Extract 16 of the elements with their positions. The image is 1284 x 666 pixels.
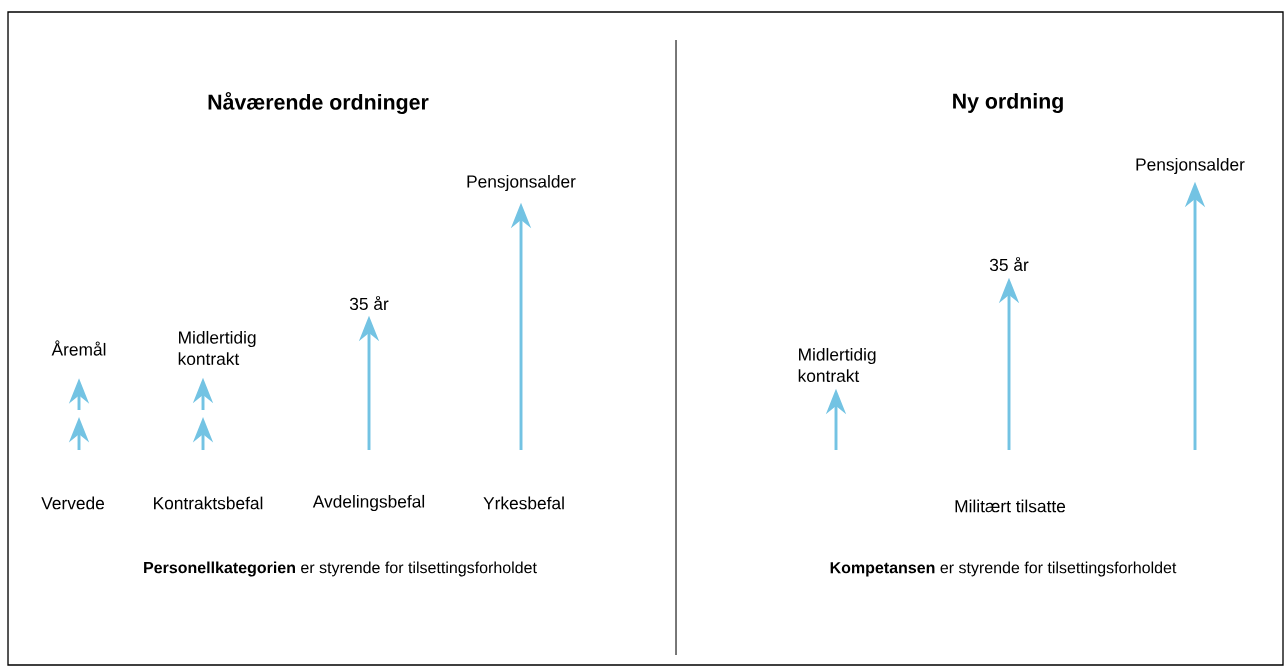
level-label: Midlertidig kontrakt (798, 347, 876, 382)
caption-text: Personellkategorien er styrende for tilsettingsforholdet (144, 561, 537, 577)
category-label: Vervede (41, 496, 105, 510)
level-label: 35 år (989, 256, 1029, 272)
panel-heading: Nåværende ordninger (208, 91, 429, 115)
category-label: Militært tilsatte (955, 499, 1066, 513)
level-label: 35 år (349, 295, 389, 311)
level-label: Pensjonsalder (467, 174, 576, 192)
level-label: Pensjonsalder (1136, 157, 1245, 175)
caption-text: Kompetansen er styrende for tilsettingsforholdet (830, 561, 1177, 577)
category-label: Kontraktsbefal (154, 496, 263, 510)
level-label: Åremål (51, 340, 106, 356)
category-label: Yrkesbefal (483, 496, 564, 510)
level-label: Midlertidig kontrakt (178, 330, 256, 365)
panel-heading: Ny ordning (953, 93, 1063, 113)
category-label: Avdelingsbefal (312, 494, 425, 512)
